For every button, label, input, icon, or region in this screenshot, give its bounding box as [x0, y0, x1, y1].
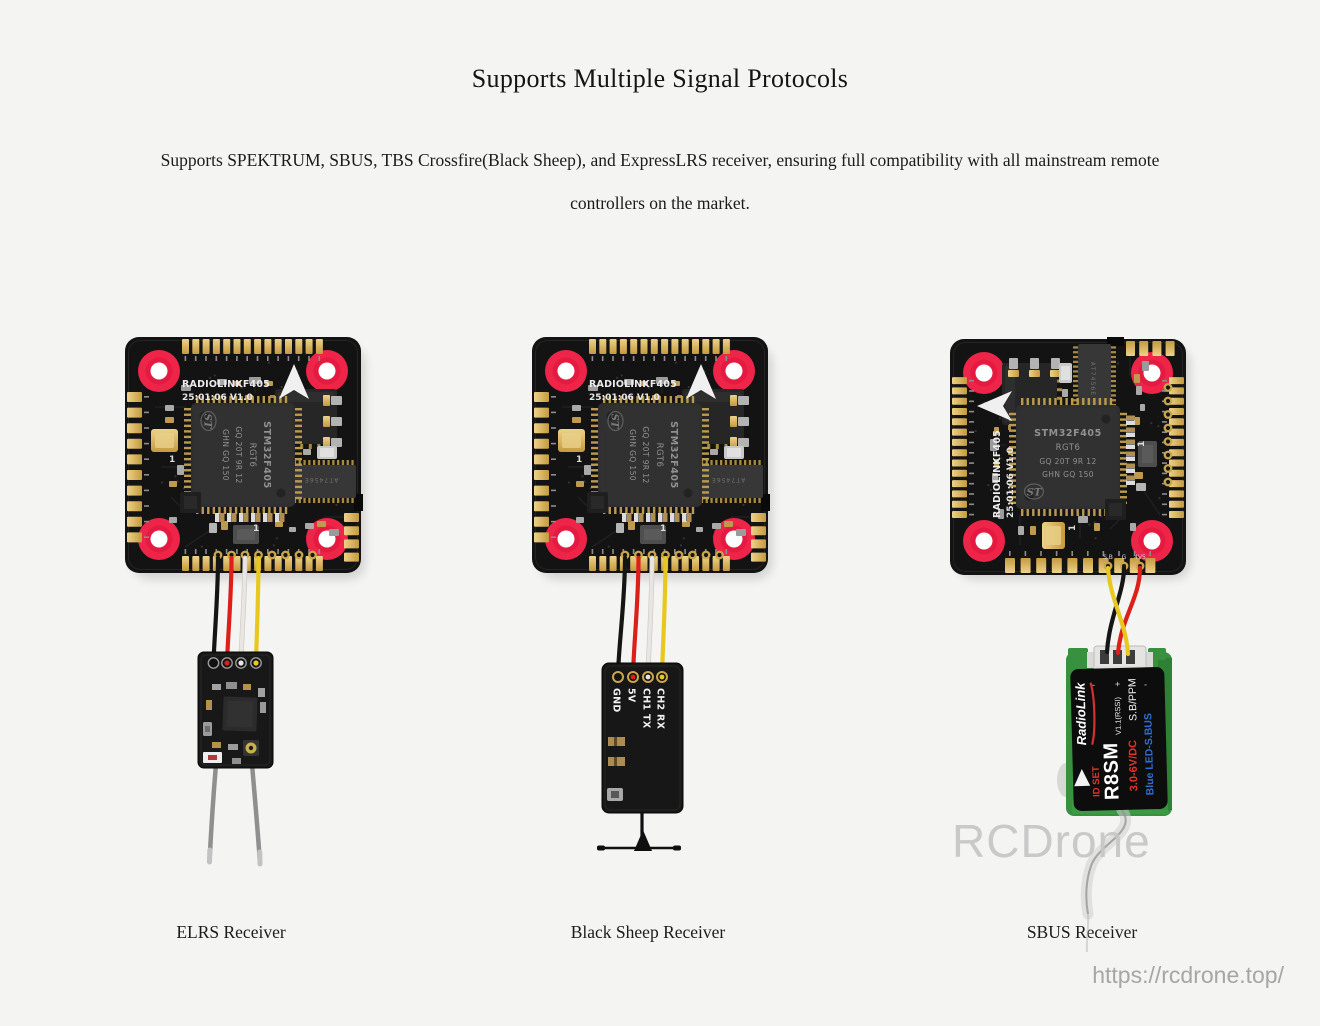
figure-elrs [197, 555, 274, 867]
sbus-receiver-label: RadioLink ID SET R8SM V1.1(RSSI) S.B/PPM… [1070, 667, 1168, 811]
elrs-components [206, 682, 266, 764]
brand-swoosh [1089, 682, 1096, 745]
sbus-version: V1.1(RSSI) [1113, 696, 1123, 735]
sbus-idset: ID SET [1091, 766, 1103, 797]
caption-sbus: SBUS Receiver [1026, 922, 1138, 942]
pad-label-sb: S.B [1103, 554, 1113, 561]
elrs-ufl-connector [243, 740, 259, 756]
subtitle-line-1: Supports SPEKTRUM, SBUS, TBS Crossfire(B… [160, 150, 1160, 170]
page-subtitle: Supports SPEKTRUM, SBUS, TBS Crossfire(B… [0, 150, 1320, 214]
watermark: RCDrone [952, 815, 1151, 867]
idset-arrow [1074, 768, 1091, 787]
figure-sbus: S.B G 4V5 [1057, 554, 1172, 953]
caption-blacksheep: Black Sheep Receiver [570, 922, 726, 942]
sbus-protocol: S.B/PPM [1126, 678, 1139, 721]
elrs-receiver-edge [200, 654, 271, 766]
blacksheep-antenna [597, 812, 681, 851]
pin-label-gnd: GND [611, 688, 622, 713]
pad-label-g: G [1122, 554, 1127, 561]
plus-mark: + [1115, 679, 1121, 689]
pin-label-5v: 5V [626, 688, 637, 703]
elrs-bind-button [203, 722, 212, 736]
wires-board3-to-sbus [1104, 565, 1143, 657]
site-url: https://rcdrone.top/ [1092, 962, 1284, 988]
blacksheep-components [607, 737, 625, 801]
pin-label-ch1tx: CH1 TX [641, 688, 652, 729]
minus-mark: - [1144, 679, 1147, 689]
blacksheep-receiver-body [601, 662, 684, 814]
page-title: Supports Multiple Signal Protocols [471, 64, 849, 93]
subtitle-line-2: controllers on the market. [570, 193, 750, 213]
sbus-voltage: 3.0-6V/DC [1127, 740, 1140, 792]
caption-elrs: ELRS Receiver [176, 922, 286, 942]
sbus-antenna [1080, 804, 1132, 953]
blacksheep-pin-labels: GND 5V CH1 TX CH2 RX [611, 688, 666, 730]
board-1 [124, 336, 364, 574]
sbus-model: R8SM [1100, 742, 1123, 800]
sbus-led-note: Blue LED-S.BUS [1142, 713, 1156, 796]
blacksheep-solder-pads [612, 671, 668, 683]
elrs-label [203, 752, 222, 763]
elrs-chip [222, 696, 258, 732]
wires-board1-to-elrs [211, 555, 261, 664]
elrs-solder-pads [207, 657, 262, 669]
board-3 [949, 336, 1187, 576]
pad-label-4v5: 4V5 [1134, 554, 1146, 561]
board-2 [531, 336, 771, 574]
sbus-brand: RadioLink [1072, 682, 1089, 746]
minus-mark: - [1092, 680, 1095, 690]
elrs-antennas [207, 761, 263, 867]
blacksheep-receiver-edge [604, 665, 681, 811]
figure-blacksheep: GND 5V CH1 TX CH2 RX [597, 555, 684, 851]
pin-label-ch2rx: CH2 RX [655, 688, 666, 730]
